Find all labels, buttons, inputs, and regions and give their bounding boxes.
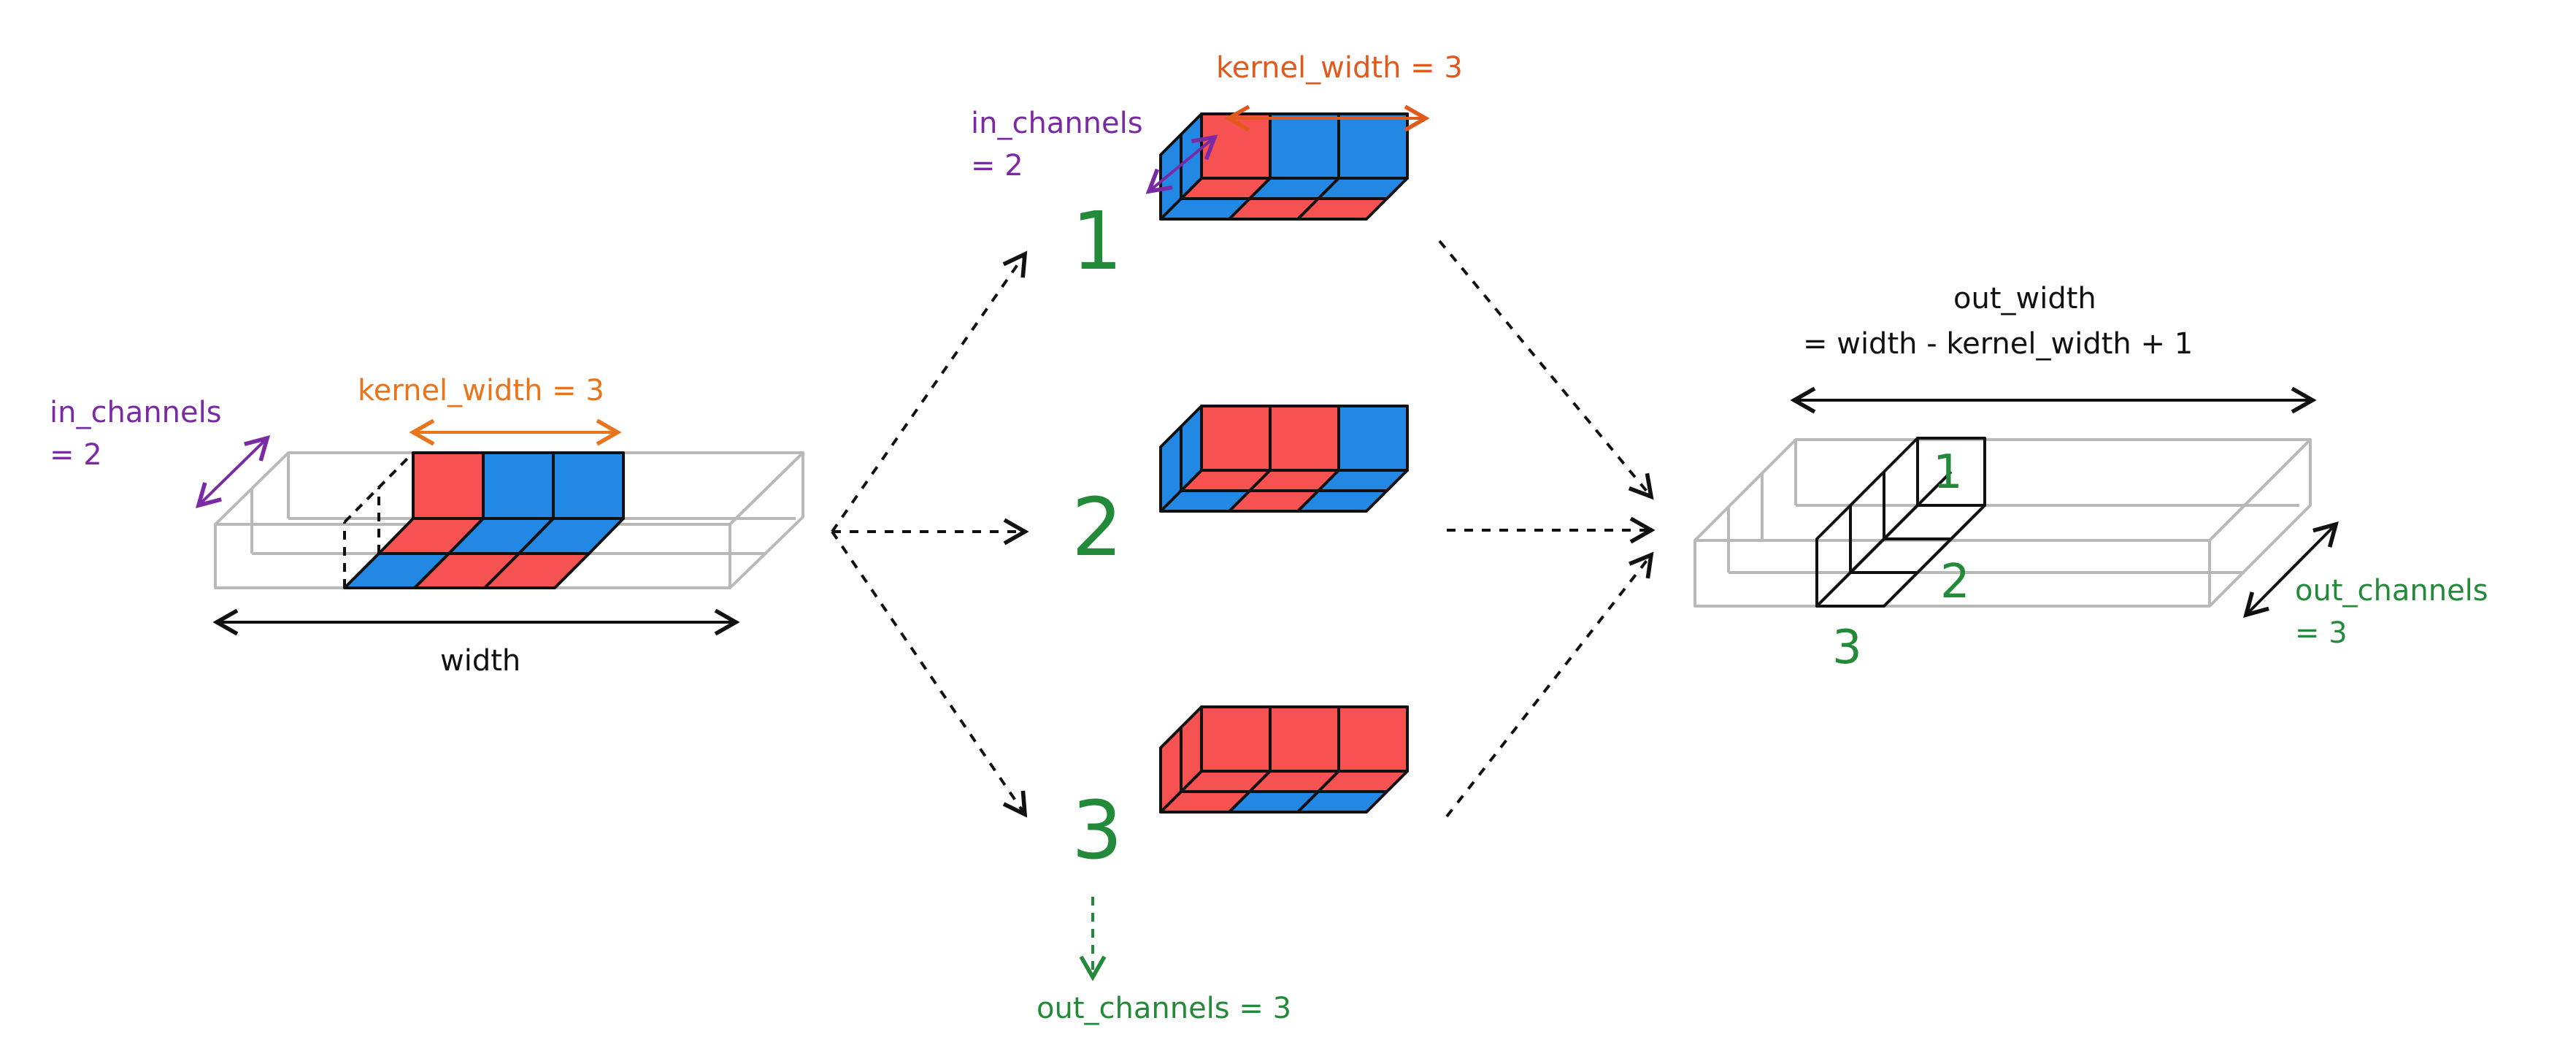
kernel-top-cell: [1200, 112, 1272, 180]
input-width-label: width: [440, 644, 520, 678]
output-cell-number-3: 3: [1832, 621, 1862, 675]
output-tensor: 1 2 3 out_width = width - kernel_width +…: [1693, 282, 2488, 675]
output-out-channels-arrow: [2243, 521, 2339, 619]
output-highlight-column: [1815, 437, 1986, 608]
kernel-2: 2: [1072, 405, 1409, 574]
kernel-number-1: 1: [1072, 194, 1123, 288]
output-width-formula: = width - kernel_width + 1: [1803, 327, 2193, 361]
kernel-in-channels-label: in_channels: [971, 107, 1143, 140]
input-in-channels-label: in_channels: [50, 396, 222, 429]
input-kernel-cell: [412, 451, 485, 520]
output-width-label: out_width: [1953, 282, 2096, 315]
input-in-channels-value: = 2: [50, 438, 102, 472]
kernel-in-channels-arrow: [1145, 134, 1218, 194]
kernel-out-channels-label: out_channels = 3: [1037, 992, 1291, 1025]
kernel-top-cell: [1269, 405, 1340, 472]
kernels-group: 1 2 3: [1072, 112, 1409, 877]
kernel-top-cell: [1200, 405, 1272, 472]
kernel-in-channels-value: = 2: [971, 149, 1023, 183]
input-kernel-cell: [482, 451, 555, 520]
kernel-number-3: 3: [1072, 784, 1123, 877]
kernel-top-cell: [1269, 112, 1340, 180]
kernel-top-cell: [1269, 705, 1340, 773]
kernel-top-cell: [1337, 705, 1409, 773]
input-kernel-window: [343, 451, 625, 589]
kernel-top-cell: [1337, 112, 1409, 180]
input-in-channels-arrow: [195, 435, 271, 508]
flow-arrows: [831, 240, 1656, 818]
kernel-number-2: 2: [1072, 481, 1123, 574]
input-tensor: in_channels = 2 kernel_width = 3 width: [50, 374, 804, 678]
output-out-channels-label: out_channels: [2295, 574, 2488, 608]
kernel-top-cell: [1337, 405, 1409, 472]
kernel-top-cell: [1200, 705, 1272, 773]
kernel-width-label: kernel_width = 3: [1216, 51, 1463, 85]
output-out-channels-value: = 3: [2295, 616, 2348, 650]
input-kernel-width-label: kernel_width = 3: [358, 374, 604, 407]
output-cell-number-1: 1: [1933, 445, 1963, 500]
kernel-annotations: in_channels = 2 kernel_width = 3 out_cha…: [971, 51, 1463, 1025]
input-kernel-cell: [552, 451, 625, 520]
output-cell-number-2: 2: [1940, 555, 1970, 609]
output-box-outline: [1693, 438, 2312, 608]
kernel-3: 3: [1072, 705, 1409, 877]
